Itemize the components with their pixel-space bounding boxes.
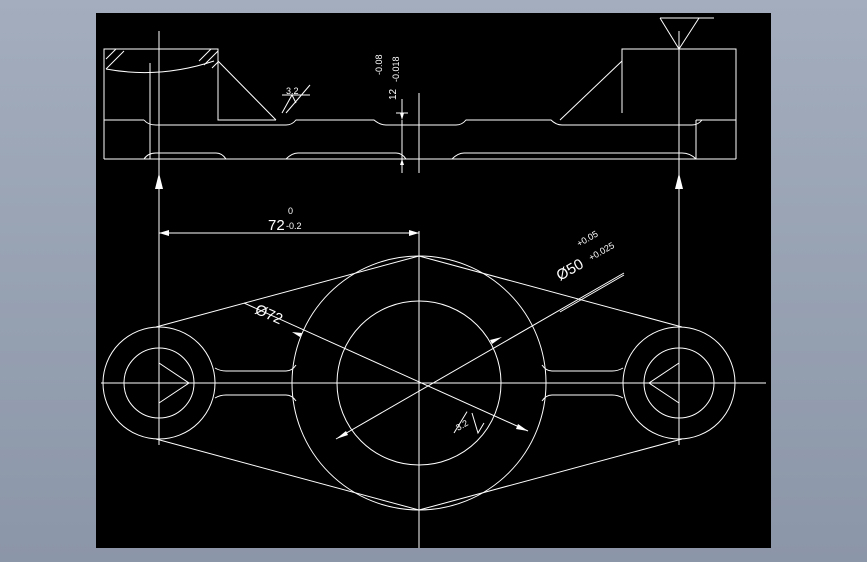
length-upper-dev: 0	[288, 206, 293, 216]
left-web	[217, 113, 276, 121]
length-nominal: 72	[268, 217, 285, 234]
dia72-label: Ø72	[252, 301, 285, 328]
roughness-top-label: 3.2	[286, 86, 299, 96]
left-arrow-up	[155, 173, 163, 189]
roughness-symbol-top-right	[659, 17, 714, 50]
right-arrow-up	[675, 173, 683, 189]
left-hatch	[104, 48, 219, 74]
roughness-callout-top: 3.2	[281, 84, 311, 114]
left-rib	[214, 364, 297, 402]
length-lower-dev: -0.2	[286, 221, 302, 231]
thickness-lower-dev: -0.018	[391, 56, 401, 82]
bore-circle	[336, 300, 502, 466]
roughness-callout-bottom: 3.2	[453, 411, 485, 435]
dia50-leader	[335, 272, 625, 440]
tangent-outline	[155, 255, 683, 511]
roughness-bottom-label: 3.2	[454, 418, 470, 433]
rib-top	[143, 119, 736, 126]
right-lug-outer	[622, 326, 736, 440]
left-lug-outer	[102, 326, 216, 440]
thickness-dimension: 12 -0.08 -0.018	[374, 54, 408, 173]
section-view: 12 -0.08 -0.018 3.2	[103, 17, 737, 191]
plan-view: 72 0 -0.2 Ø72 Ø50 +0.05 +0.025 3.2	[101, 191, 766, 548]
dia50-nominal: Ø50	[554, 256, 587, 285]
dia50-lower-dev: +0.025	[587, 240, 616, 263]
thickness-nominal: 12	[388, 88, 399, 100]
right-rib	[541, 364, 624, 402]
left-boss-outline	[103, 48, 219, 159]
length-dimension: 72 0 -0.2	[159, 206, 419, 236]
dia72-leader	[243, 302, 529, 432]
drawing-viewport[interactable]: 12 -0.08 -0.018 3.2	[96, 13, 771, 548]
left-lug-hole	[123, 347, 195, 419]
thickness-upper-dev: -0.08	[374, 54, 384, 75]
cad-drawing: 12 -0.08 -0.018 3.2	[101, 17, 766, 548]
dia50-label-group: Ø50 +0.05 +0.025	[554, 229, 617, 285]
right-lug-hole	[643, 347, 715, 419]
rib-bottom	[143, 152, 697, 160]
dia50-upper-dev: +0.05	[575, 229, 600, 249]
